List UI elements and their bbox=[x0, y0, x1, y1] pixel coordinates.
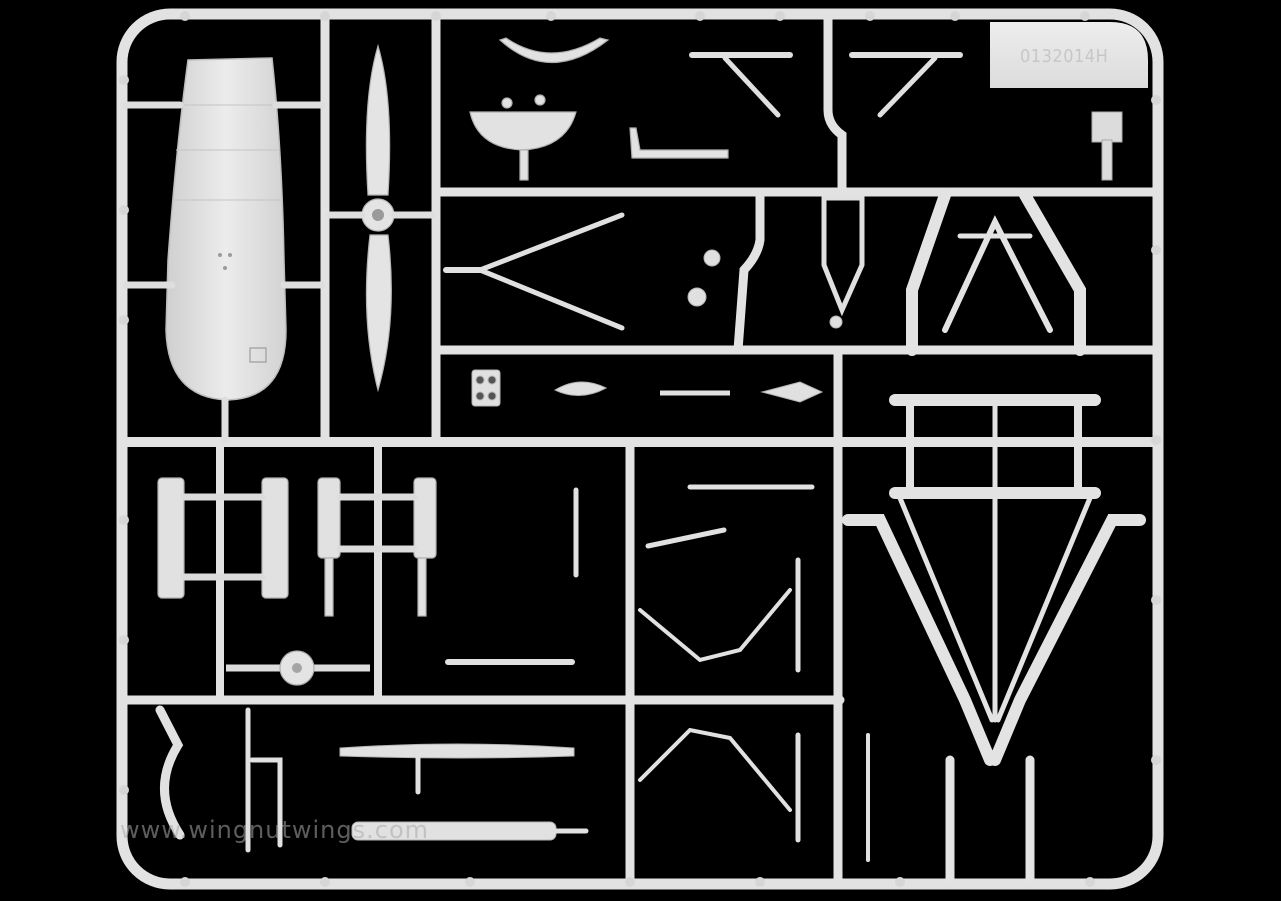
part-number-text: 0132014H bbox=[1020, 46, 1108, 67]
wheel-part bbox=[226, 650, 370, 686]
part-number-tag: 0132014H bbox=[990, 22, 1148, 88]
small-parts-middle bbox=[471, 195, 865, 407]
seat-parts bbox=[469, 37, 729, 181]
lower-middle-parts bbox=[155, 484, 870, 862]
watermark-text: www.wingnutwings.com bbox=[120, 816, 429, 844]
propeller-part bbox=[361, 43, 395, 393]
exhaust-gates bbox=[180, 493, 418, 581]
floor-panel-part bbox=[165, 57, 287, 401]
exhaust-parts bbox=[157, 477, 437, 617]
undercarriage-frame-part bbox=[842, 394, 1146, 885]
runner-nubs bbox=[119, 11, 1161, 887]
floor-panel-gates bbox=[122, 101, 326, 444]
cabane-frame-part bbox=[906, 189, 1086, 356]
sprue-frame bbox=[116, 8, 1164, 890]
strut-parts bbox=[443, 52, 963, 331]
gun-mount-fork-part bbox=[1091, 111, 1123, 181]
